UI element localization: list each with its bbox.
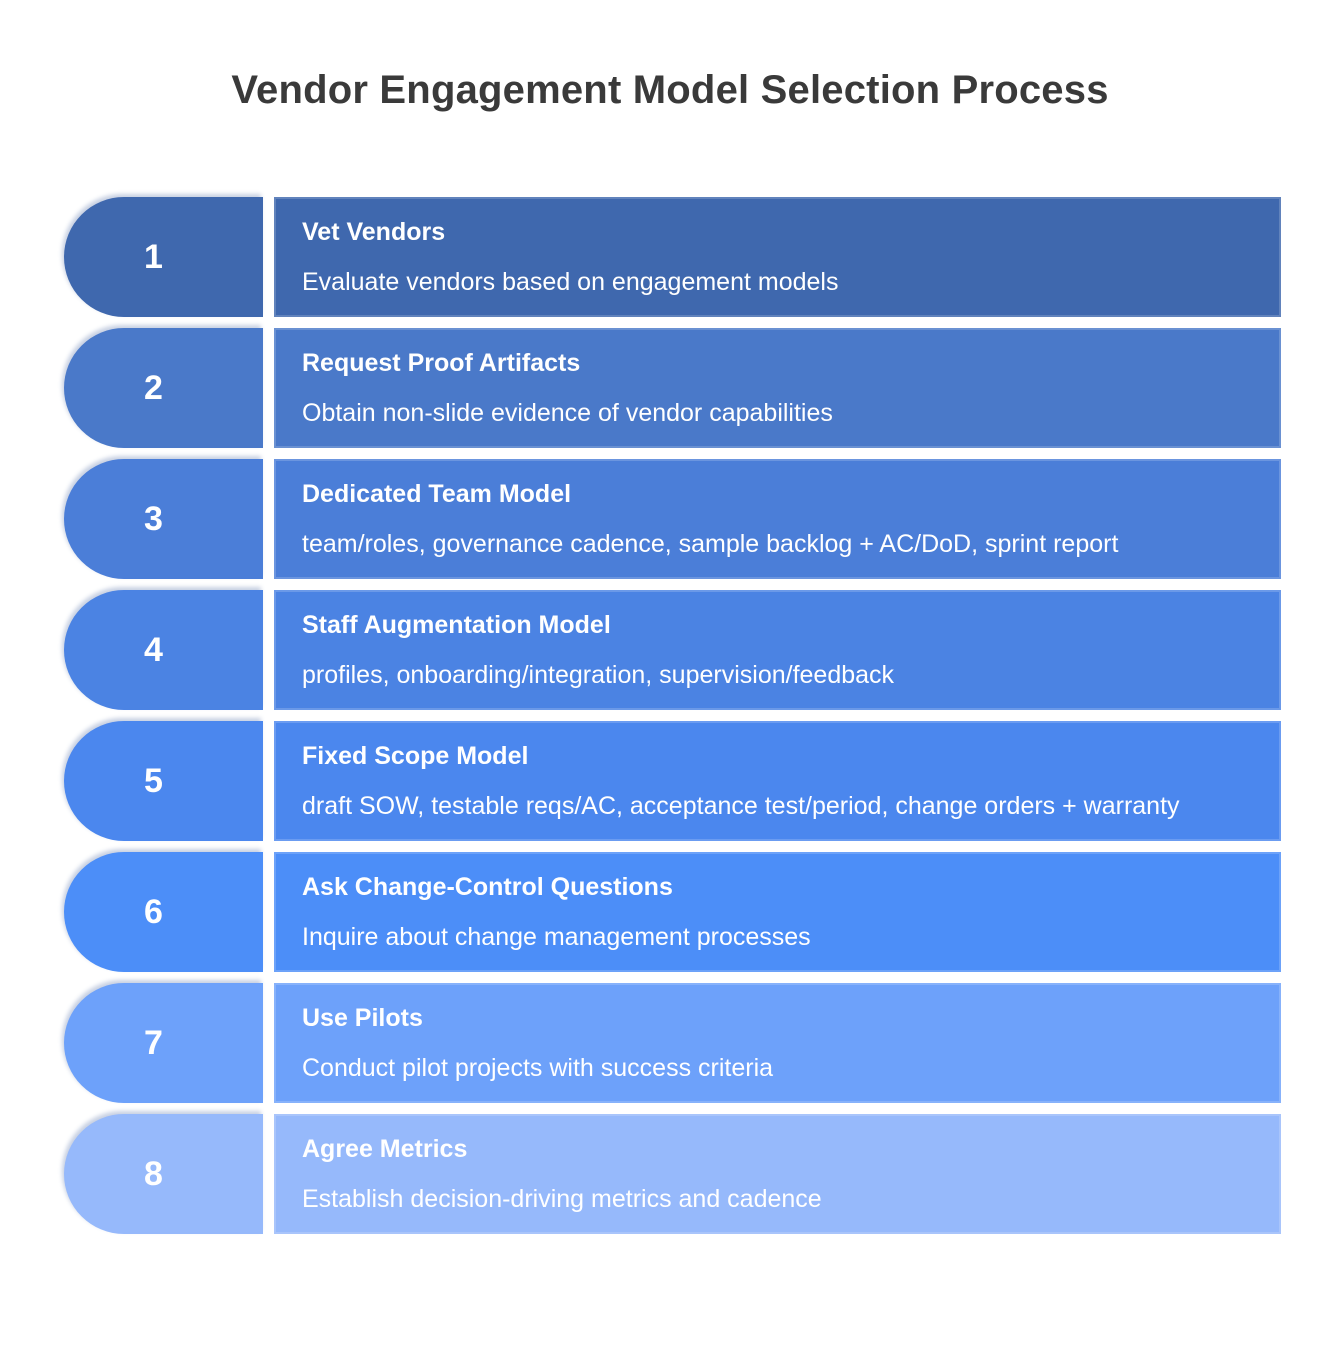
step-number-pill: 8 [64,1114,263,1234]
step-number-pill: 4 [64,590,263,710]
step-number-pill: 3 [64,459,263,579]
step-number: 4 [144,630,163,669]
step-description: Obtain non-slide evidence of vendor capa… [302,399,833,427]
step-card: Fixed Scope Model draft SOW, testable req… [274,721,1281,841]
step-card: Dedicated Team Model team/roles, governan… [274,459,1281,579]
step-number-pill: 7 [64,983,263,1103]
step-number: 8 [144,1154,163,1193]
page-title: Vendor Engagement Model Selection Proces… [231,68,1109,112]
step-description: team/roles, governance cadence, sample b… [302,530,1119,558]
step-title: Staff Augmentation Model [302,611,611,639]
step-number-pill: 2 [64,328,263,448]
step-title: Dedicated Team Model [302,480,572,508]
step-number: 6 [144,892,163,931]
step-title: Request Proof Artifacts [302,349,581,377]
step-description: draft SOW, testable reqs/AC, acceptance … [302,792,1180,820]
process-step: 5 Fixed Scope Model draft SOW, testable re… [64,721,1281,841]
step-description: Inquire about change management processe… [302,923,811,951]
step-description: Establish decision-driving metrics and c… [302,1185,822,1213]
step-description: Evaluate vendors based on engagement mod… [302,268,839,296]
step-number: 3 [144,499,163,538]
step-number-pill: 1 [64,197,263,317]
step-title: Use Pilots [302,1004,423,1032]
step-number: 7 [144,1023,163,1062]
step-number: 2 [144,368,163,407]
process-step: 4 Staff Augmentation Model profiles, onboa… [64,590,1281,710]
step-title: Fixed Scope Model [302,742,529,770]
step-number-pill: 5 [64,721,263,841]
step-number: 5 [144,761,163,800]
step-title: Vet Vendors [302,218,446,246]
step-number: 1 [144,237,163,276]
step-title: Agree Metrics [302,1135,468,1163]
step-number-pill: 6 [64,852,263,972]
step-title: Ask Change-Control Questions [302,873,673,901]
step-description: profiles, onboarding/integration, superv… [302,661,895,689]
step-card: Staff Augmentation Model profiles, onboar… [274,590,1281,710]
step-description: Conduct pilot projects with success crit… [302,1054,774,1082]
process-step: 3 Dedicated Team Model team/roles, governa… [64,459,1281,579]
